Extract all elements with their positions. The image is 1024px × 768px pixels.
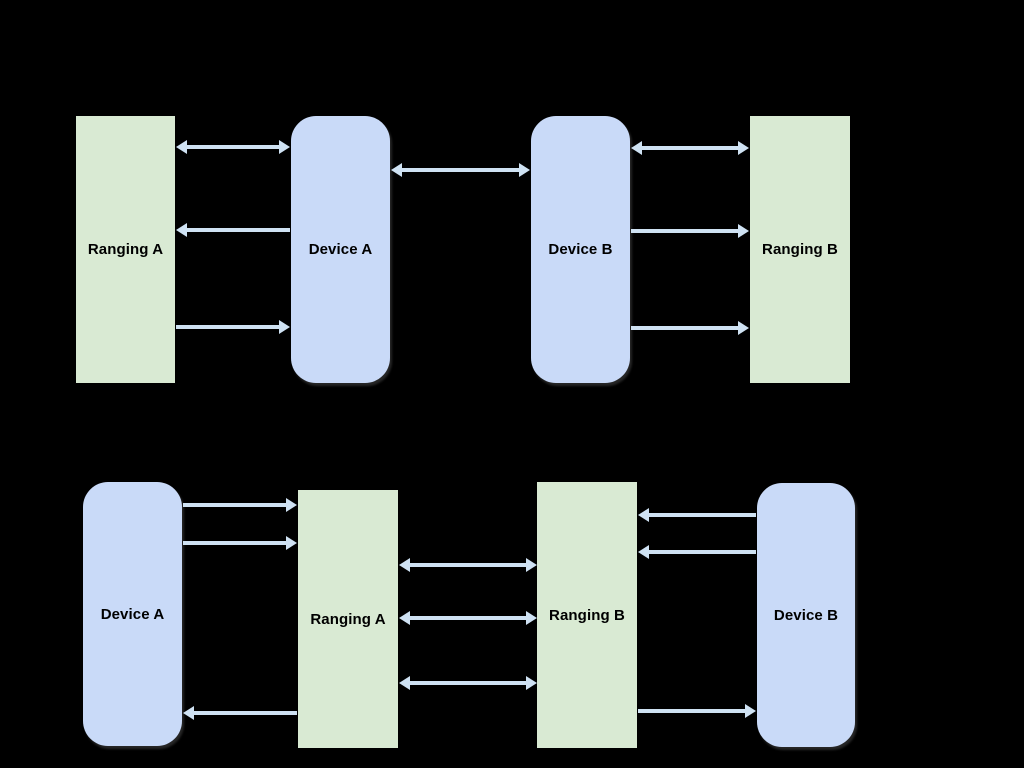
arrow-top-device-a-device-b-bidirectional [391,163,530,177]
arrowhead-right [526,611,537,625]
arrow-bottom-ranging-b-to-device-b [638,704,756,718]
arrowhead-left [399,611,410,625]
arrow-bottom-ranging-a-ranging-b-bidirectional-1 [399,558,537,572]
arrowhead-left [638,545,649,559]
box-bottom-device-b: Device B [757,483,855,747]
arrow-top-device-b-to-ranging-b-bottom [631,321,749,335]
arrow-line [631,229,740,233]
box-label: Ranging B [762,241,838,258]
arrowhead-left [391,163,402,177]
arrow-line [176,325,281,329]
arrow-line [647,513,756,517]
box-label: Device B [773,606,839,624]
box-bottom-ranging-b: Ranging B [537,482,637,748]
box-label: Device A [308,241,373,258]
box-top-device-b: Device B [531,116,630,383]
arrow-bottom-device-a-to-ranging-a-1 [183,498,297,512]
box-bottom-device-a: Device A [83,482,182,746]
arrowhead-left [399,676,410,690]
arrow-bottom-device-a-to-ranging-a-2 [183,536,297,550]
arrowhead-right [286,498,297,512]
arrowhead-right [286,536,297,550]
arrow-line [408,563,528,567]
arrow-bottom-ranging-a-ranging-b-bidirectional-3 [399,676,537,690]
arrow-top-ranging-a-to-device-a [176,320,290,334]
arrow-bottom-device-b-to-ranging-b-1 [638,508,756,522]
arrowhead-left [176,223,187,237]
arrowhead-left [399,558,410,572]
arrowhead-right [745,704,756,718]
box-top-ranging-a: Ranging A [76,116,175,383]
arrow-bottom-ranging-a-ranging-b-bidirectional-2 [399,611,537,625]
arrow-line [183,503,288,507]
box-top-device-a: Device A [291,116,390,383]
arrowhead-right [738,224,749,238]
box-label: Ranging B [549,606,625,624]
arrow-line [183,541,288,545]
arrow-line [647,550,756,554]
arrowhead-right [279,320,290,334]
arrowhead-right [526,558,537,572]
arrow-top-device-b-ranging-b-bidirectional [631,141,749,155]
arrow-line [185,228,290,232]
box-label: Ranging A [87,241,164,258]
arrowhead-left [176,140,187,154]
arrow-line [640,146,740,150]
box-bottom-ranging-a: Ranging A [298,490,398,748]
arrow-line [631,326,740,330]
arrow-line [408,681,528,685]
arrowhead-right [738,141,749,155]
arrow-line [400,168,521,172]
arrow-line [192,711,297,715]
box-label: Device A [100,605,165,623]
arrow-line [185,145,281,149]
arrowhead-right [738,321,749,335]
arrow-bottom-device-b-to-ranging-b-2 [638,545,756,559]
arrow-top-device-b-to-ranging-b-middle [631,224,749,238]
arrowhead-left [631,141,642,155]
arrowhead-left [638,508,649,522]
arrow-bottom-ranging-a-to-device-a [183,706,297,720]
arrow-line [408,616,528,620]
arrow-line [638,709,747,713]
arrowhead-right [279,140,290,154]
arrowhead-right [526,676,537,690]
box-label: Device B [548,241,613,258]
arrowhead-left [183,706,194,720]
box-label: Ranging A [310,610,386,628]
box-top-ranging-b: Ranging B [750,116,850,383]
arrow-top-ranging-a-device-a-bidirectional [176,140,290,154]
arrowhead-right [519,163,530,177]
arrow-top-device-a-to-ranging-a [176,223,290,237]
